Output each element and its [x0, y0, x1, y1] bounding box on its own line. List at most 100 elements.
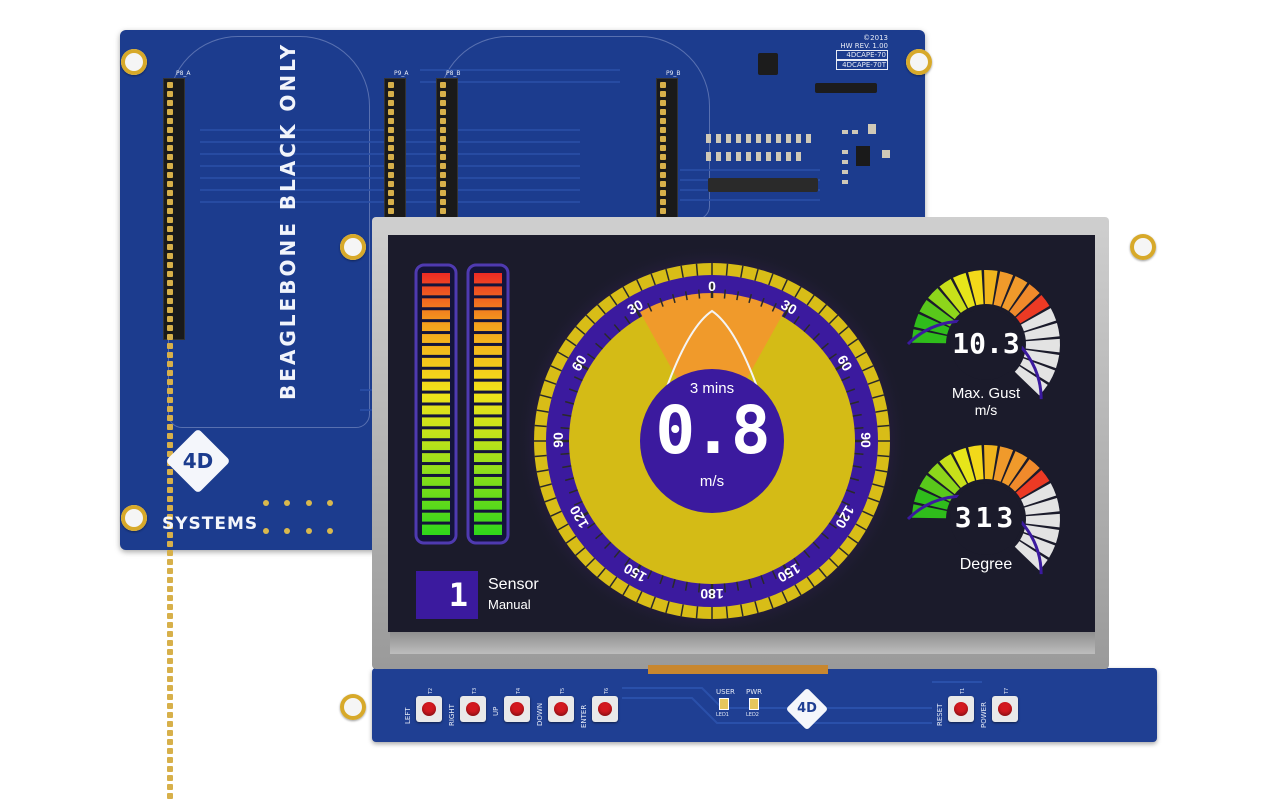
gauge-tick [564, 477, 575, 482]
enter-button[interactable] [592, 696, 618, 722]
left-button[interactable] [416, 696, 442, 722]
power-button[interactable] [992, 696, 1018, 722]
gauge-outer-tick [636, 279, 643, 291]
gauge-outer-tick [725, 263, 729, 276]
gauge-outer-tick [622, 584, 630, 596]
gauge-outer-tick [565, 535, 577, 544]
gauge-outer-tick [855, 523, 867, 531]
header-label: P9_A [394, 70, 409, 77]
gauge-outer-tick [536, 469, 549, 473]
led-ref: LED2 [746, 712, 759, 718]
gauge-tick [748, 578, 753, 589]
gauge-segment [939, 278, 967, 313]
gauge-outer-tick [872, 394, 885, 399]
gauge-outer-tick [557, 351, 569, 359]
test-pad [284, 528, 290, 534]
mounting-hole [1130, 234, 1156, 260]
header-p8-b [436, 78, 458, 475]
meter-separator [474, 366, 502, 370]
gauge-tick [568, 489, 578, 494]
button-ref: T1 [960, 687, 966, 694]
meter-separator [474, 402, 502, 406]
gauge-tick [760, 297, 765, 307]
gauge-tick [771, 570, 777, 580]
gauge-tick [631, 564, 642, 579]
button-ref: T3 [472, 687, 478, 694]
up-button[interactable] [504, 696, 530, 722]
gauge-tick [841, 376, 851, 382]
degree-value: 313 [954, 501, 1018, 534]
meter-separator [474, 295, 502, 299]
gauge-period-label: 3 mins [689, 380, 735, 397]
right-button[interactable] [460, 696, 486, 722]
gauge-outer-tick [539, 394, 552, 399]
gauge-outer-tick [550, 365, 562, 372]
front-traces [622, 681, 982, 724]
meter-separator [422, 331, 450, 335]
meter-separator [474, 331, 502, 335]
gauge-ticks [534, 263, 890, 619]
led-user [719, 698, 729, 710]
led-label-user: USER [716, 688, 735, 696]
gauge-outer-tick [872, 483, 885, 488]
gust-gauge-svg [906, 270, 1060, 400]
gauge-tick [736, 581, 740, 591]
gauge-outer-tick [544, 379, 557, 385]
gauge-outer-tick [609, 576, 618, 588]
gauge-tick [568, 388, 578, 393]
dashboard-svg [414, 245, 908, 637]
gauge-tick [821, 342, 829, 350]
test-pad [306, 528, 312, 534]
gauge-tick [560, 427, 570, 430]
meter-separator [422, 497, 450, 501]
gauge-tick [828, 353, 837, 360]
jumper-header [815, 83, 877, 93]
gauge-segment [952, 272, 975, 309]
meter-separator [474, 462, 502, 466]
gauge-tick [854, 427, 864, 430]
gauge-tick [835, 511, 850, 522]
gauge-outer-tick [818, 304, 827, 315]
gauge-scale-label: 0 [708, 278, 716, 294]
gauge-segment [1009, 459, 1040, 492]
ffc-connector [708, 178, 818, 192]
gauge-segment [1025, 338, 1060, 353]
rev-line: ©2013 [863, 34, 888, 42]
button-ref: T4 [516, 687, 522, 694]
hw-revision: ©2013 HW REV. 1.00 4DCAPE-70 4DCAPE-70T [836, 34, 888, 70]
mounting-hole [340, 694, 366, 720]
gauge-segment [1001, 451, 1028, 486]
down-button[interactable] [548, 696, 574, 722]
test-pad [263, 528, 269, 534]
meter-separator [474, 450, 502, 454]
ic-chip [758, 53, 778, 75]
gauge-segment [993, 271, 1014, 307]
gauge-outer-tick [740, 604, 744, 617]
gauge-segment [928, 463, 960, 495]
meter-separator [474, 342, 502, 346]
gauge-segment [919, 299, 954, 327]
gauge-tick [771, 302, 777, 312]
gauge-tick [736, 291, 740, 301]
gauge-segment [914, 313, 950, 335]
gauge-outer-tick [585, 557, 596, 568]
gauge-tick [595, 342, 603, 350]
gauge-outer-tick [665, 601, 670, 614]
led-pwr [749, 698, 759, 710]
header-label: P9_B [666, 70, 681, 77]
gauge-outer-tick [828, 557, 839, 568]
gauge-tick [841, 500, 851, 506]
gauge-segment [928, 288, 960, 320]
gauge-outer-tick [875, 409, 888, 413]
gauge-outer-tick [680, 265, 684, 278]
gauge-tick [631, 303, 642, 318]
gauge-tick [723, 289, 726, 299]
reset-button[interactable] [948, 696, 974, 722]
gauge-outer-tick [847, 535, 859, 544]
meter-separator [474, 414, 502, 418]
gauge-outer-tick [650, 596, 656, 609]
header-p9-a [384, 78, 406, 475]
gauge-outer-tick [754, 268, 759, 281]
sensor-number-button[interactable]: 1 [416, 571, 478, 619]
